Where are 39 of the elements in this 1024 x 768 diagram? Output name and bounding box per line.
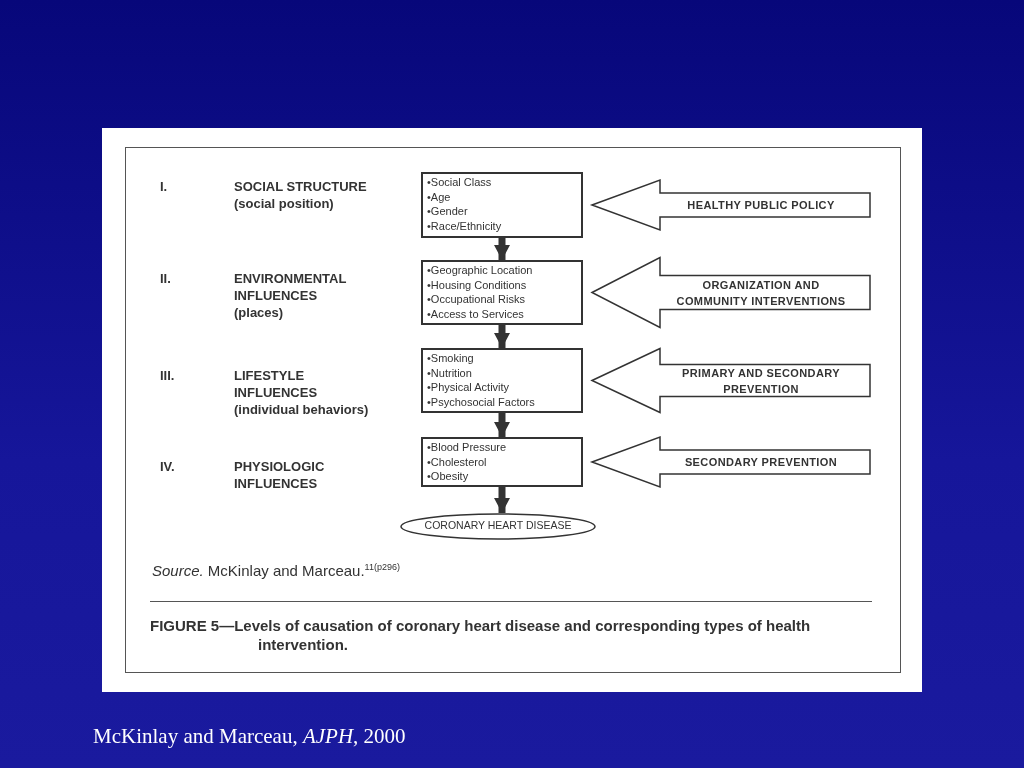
level-title: LIFESTYLE INFLUENCES — [234, 367, 319, 401]
list-item: •Housing Conditions — [427, 277, 528, 292]
source-note: Source. McKinlay and Marceau.$^{11(p296)}$ — [152, 562, 401, 579]
list-item: •Gender — [427, 204, 469, 219]
level-subtitle: (social position) — [234, 195, 335, 212]
level-subtitle: (places) — [234, 304, 285, 321]
list-item: •Blood Pressure — [427, 440, 508, 455]
flow-arrow — [494, 238, 510, 260]
list-item: •Social Class — [427, 175, 493, 190]
list-item: •Smoking — [427, 351, 475, 366]
outcome-label: CORONARY HEART DISEASE — [423, 519, 573, 531]
flow-arrow — [494, 487, 510, 513]
list-item: •Age — [427, 189, 452, 204]
factor-list-box — [421, 348, 583, 413]
list-item: •Nutrition — [427, 365, 473, 380]
list-item: •Access to Services — [427, 306, 525, 321]
list-item: •Obesity — [427, 469, 470, 484]
flow-arrow — [494, 325, 510, 348]
level-title: PHYSIOLOGIC INFLUENCES — [234, 458, 326, 492]
level-numeral: I. — [160, 178, 169, 195]
level-title: ENVIRONMENTAL INFLUENCES — [234, 270, 348, 304]
flow-arrow — [494, 413, 510, 437]
level-numeral: II. — [160, 270, 172, 287]
outcome-ellipse — [400, 513, 596, 540]
factor-list-box — [421, 260, 583, 325]
list-item: •Race/Ethnicity — [427, 218, 503, 233]
list-item: •Physical Activity — [427, 380, 511, 395]
figure-caption: FIGURE 5—Levels of causation of coronary heart disease and corresponding types of health intervention. — [150, 616, 812, 654]
list-item: •Cholesterol — [427, 454, 488, 469]
list-item: •Occupational Risks — [427, 292, 526, 307]
list-item: •Psychosocial Factors — [427, 394, 536, 409]
level-subtitle: (individual behaviors) — [234, 401, 370, 418]
citation: McKinlay and Marceau, AJPH, 2000 — [93, 724, 407, 749]
list-item: •Geographic Location — [427, 263, 534, 278]
factor-list-box — [421, 172, 583, 238]
level-numeral: III. — [160, 367, 176, 384]
level-numeral: IV. — [160, 458, 176, 475]
factor-list-box — [421, 437, 583, 487]
level-title: SOCIAL STRUCTURE — [234, 178, 368, 195]
